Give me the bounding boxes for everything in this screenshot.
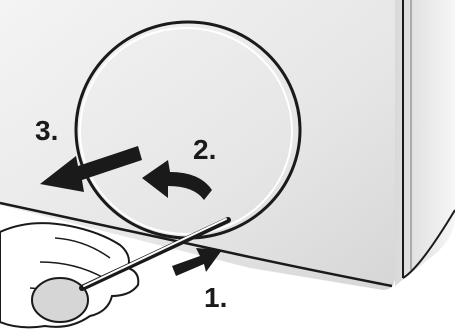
screwdriver-handle [32, 278, 88, 322]
step-3-label: 3. [35, 117, 58, 145]
step-1-label: 1. [204, 284, 227, 312]
step-2-label: 2. [193, 136, 216, 164]
